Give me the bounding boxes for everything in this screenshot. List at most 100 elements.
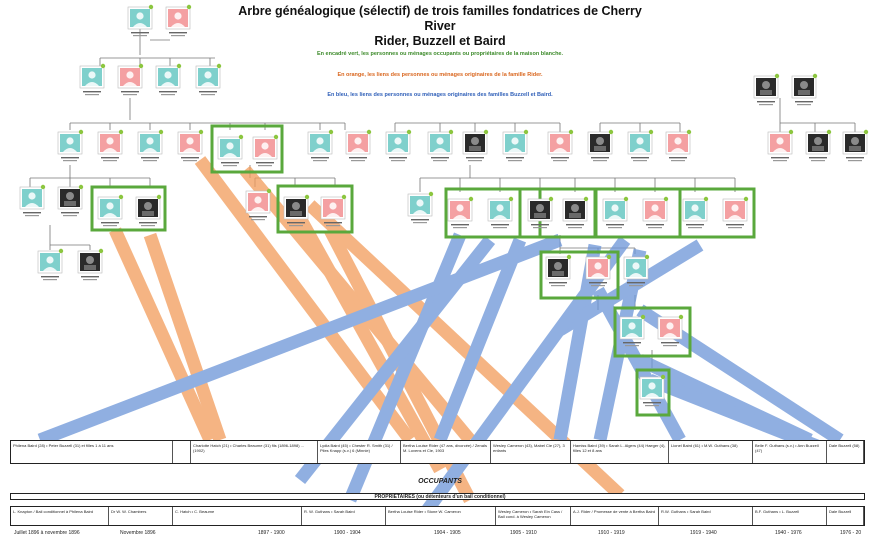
status-dot-icon (508, 196, 514, 202)
person-card-male[interactable] (155, 63, 182, 96)
person-card-female[interactable] (547, 129, 574, 162)
person-card-photo[interactable] (587, 129, 614, 162)
timeline-date: 1897 - 1900 (258, 530, 285, 536)
person-card-female[interactable] (345, 129, 372, 162)
occupant-cell: Dale Buzzell (58) (827, 441, 864, 463)
timeline-date: 1940 - 1976 (775, 530, 802, 536)
person-card-male[interactable] (639, 374, 666, 407)
occupant-cell: Hamiss Baird (39) • Sarah L. Algers (44)… (571, 441, 669, 463)
person-card-male[interactable] (619, 314, 646, 347)
person-card-male[interactable] (427, 129, 454, 162)
person-card-male[interactable] (487, 196, 514, 229)
status-dot-icon (341, 194, 347, 200)
proprietaire-cell: Dale Buzzell (827, 507, 864, 525)
status-dot-icon (176, 63, 182, 69)
status-dot-icon (788, 129, 794, 135)
status-dot-icon (448, 129, 454, 135)
person-card-female[interactable] (447, 196, 474, 229)
status-dot-icon (648, 129, 654, 135)
person-card-male[interactable] (307, 129, 334, 162)
person-card-male[interactable] (602, 196, 629, 229)
person-card-male[interactable] (79, 63, 106, 96)
person-card-male[interactable] (57, 129, 84, 162)
proprietaire-cell: C. Hatch • C. Beaume (173, 507, 302, 525)
person-card-male[interactable] (623, 254, 650, 287)
person-card-female[interactable] (767, 129, 794, 162)
person-card-male[interactable] (385, 129, 412, 162)
status-dot-icon (863, 129, 869, 135)
occupant-frame (539, 250, 620, 300)
person-card-male[interactable] (127, 4, 154, 37)
person-cards (19, 4, 869, 407)
status-dot-icon (118, 194, 124, 200)
timeline-date: 1904 - 1905 (434, 530, 461, 536)
person-card-female[interactable] (165, 4, 192, 37)
status-dot-icon (328, 129, 334, 135)
person-card-female[interactable] (245, 188, 272, 221)
person-card-female[interactable] (657, 314, 684, 347)
timeline-date: Juillet 1896 à novembre 1896 (14, 530, 80, 536)
proprietaire-cell: A.J. Rider / Promesse de vente à Bertha … (571, 507, 659, 525)
status-dot-icon (428, 191, 434, 197)
title-line-1: Arbre généalogique (sélectif) de trois f… (238, 4, 642, 33)
status-dot-icon (686, 129, 692, 135)
person-card-photo[interactable] (462, 129, 489, 162)
blue-link (433, 237, 527, 443)
person-card-photo[interactable] (805, 129, 832, 162)
person-card-photo[interactable] (135, 194, 162, 227)
status-dot-icon (623, 196, 629, 202)
person-card-female[interactable] (320, 194, 347, 227)
status-dot-icon (58, 248, 64, 254)
person-card-male[interactable] (627, 129, 654, 162)
person-card-female[interactable] (117, 63, 144, 96)
person-card-photo[interactable] (791, 73, 818, 106)
person-card-male[interactable] (217, 134, 244, 167)
occupant-cell: Belle F. Guthans (s.v.) • Ann Buzzell (4… (753, 441, 827, 463)
person-card-photo[interactable] (77, 248, 104, 281)
status-dot-icon (40, 184, 46, 190)
person-card-male[interactable] (19, 184, 46, 217)
person-card-male[interactable] (682, 196, 709, 229)
status-dot-icon (640, 314, 646, 320)
occupant-cell: Bertha Louise Rider (47 ans, divorcée) /… (401, 441, 491, 463)
status-dot-icon (483, 129, 489, 135)
person-card-photo[interactable] (545, 254, 572, 287)
person-card-male[interactable] (37, 248, 64, 281)
status-dot-icon (148, 4, 154, 10)
person-card-male[interactable] (97, 194, 124, 227)
proprietaire-cell: L. Knapton / Bail conditionnel à Philena… (11, 507, 109, 525)
occupant-cell (173, 441, 191, 463)
person-card-photo[interactable] (562, 196, 589, 229)
person-card-male[interactable] (195, 63, 222, 96)
status-dot-icon (238, 134, 244, 140)
person-card-female[interactable] (585, 254, 612, 287)
occupant-frame (90, 185, 167, 232)
person-card-female[interactable] (97, 129, 124, 162)
status-dot-icon (100, 63, 106, 69)
status-dot-icon (608, 129, 614, 135)
status-dot-icon (78, 184, 84, 190)
person-card-female[interactable] (642, 196, 669, 229)
status-dot-icon (660, 374, 666, 380)
orange-link (109, 227, 216, 443)
person-card-photo[interactable] (842, 129, 869, 162)
status-dot-icon (548, 196, 554, 202)
blue-link (556, 239, 704, 336)
status-dot-icon (118, 129, 124, 135)
status-dot-icon (216, 63, 222, 69)
person-card-photo[interactable] (753, 73, 780, 106)
person-card-female[interactable] (252, 134, 279, 167)
person-card-female[interactable] (177, 129, 204, 162)
person-card-photo[interactable] (527, 196, 554, 229)
status-dot-icon (663, 196, 669, 202)
person-card-female[interactable] (665, 129, 692, 162)
person-card-photo[interactable] (283, 194, 310, 227)
person-card-male[interactable] (407, 191, 434, 224)
person-card-male[interactable] (137, 129, 164, 162)
timeline-date: 1905 - 1910 (510, 530, 537, 536)
status-dot-icon (186, 4, 192, 10)
status-dot-icon (468, 196, 474, 202)
person-card-male[interactable] (502, 129, 529, 162)
person-card-photo[interactable] (57, 184, 84, 217)
person-card-female[interactable] (722, 196, 749, 229)
